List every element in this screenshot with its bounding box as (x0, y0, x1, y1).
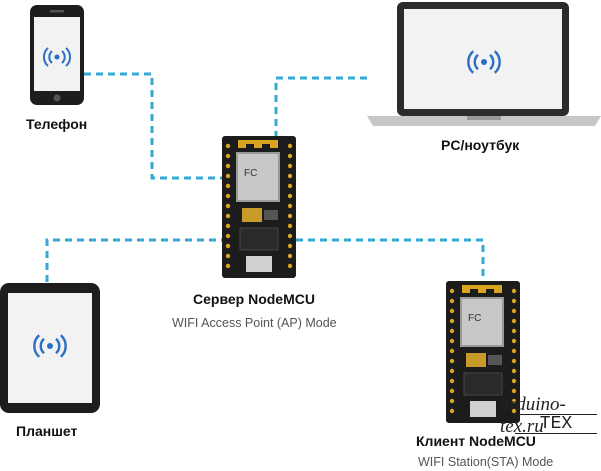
client-mode-label: WIFI Station(STA) Mode (418, 455, 554, 469)
watermark-logo-text: TEX (539, 414, 573, 434)
laptop-device (367, 2, 601, 135)
svg-text:FC: FC (244, 168, 257, 179)
phone-device (30, 5, 84, 110)
link-phone-server (84, 72, 222, 180)
watermark-url: arduino-tex.ru (500, 394, 566, 437)
client-label: Клиент NodeMCU (416, 433, 536, 449)
tablet-device (0, 283, 100, 418)
wifi-signal-icon (467, 50, 501, 74)
phone-label: Телефон (26, 116, 88, 132)
server-label: Сервер NodeMCU (193, 291, 315, 307)
server-nodemcu-board: FC (222, 136, 296, 283)
wifi-signal-icon (33, 334, 67, 358)
client-nodemcu-board: FC (446, 281, 520, 428)
watermark-logo: TEX (515, 414, 597, 434)
link-laptop-server (274, 76, 367, 136)
wifi-signal-icon (42, 47, 72, 67)
tablet-label: Планшет (16, 423, 78, 439)
laptop-label: PC/ноутбук (441, 137, 520, 153)
svg-text:FC: FC (468, 313, 481, 324)
link-server-branches (45, 238, 485, 283)
server-mode-label: WIFI Access Point (AP) Mode (172, 316, 337, 330)
